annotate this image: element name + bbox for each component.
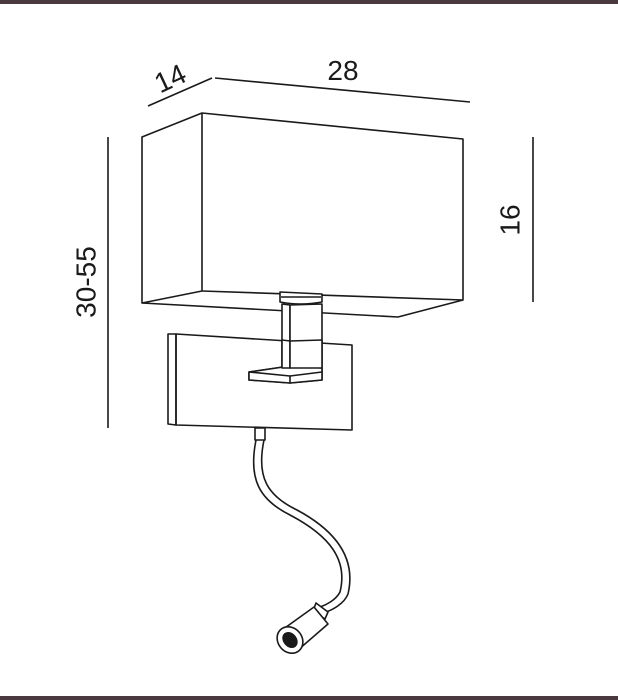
shade-outline [141, 112, 464, 318]
wall-plate [167, 333, 353, 431]
gooseneck-tube-outer [252, 439, 343, 608]
shade-bottom-left-edge [141, 290, 203, 304]
gooseneck-tube-inner [260, 439, 351, 613]
wall-plate-front [175, 333, 353, 431]
gooseneck-base [254, 427, 266, 441]
dimension-lines [107, 77, 534, 428]
arm-stem-side-overlay [281, 339, 291, 369]
light-head-lens [282, 631, 298, 649]
gooseneck-light [252, 427, 351, 655]
arm-foot-overlay-edge-2 [289, 371, 323, 377]
arm-stem-front-overlay [289, 339, 323, 369]
width-label: 28 [327, 55, 358, 86]
mount-height-label: 30-55 [70, 246, 101, 318]
depth-dimension-line [147, 77, 213, 107]
wall-plate-side [167, 333, 177, 426]
shade-bottom-right-edge [201, 290, 464, 301]
arm-collar [279, 291, 323, 305]
lamp-shade [141, 112, 464, 318]
top-border-rule [0, 0, 618, 4]
depth-label: 14 [150, 58, 191, 99]
width-dimension-line [214, 77, 471, 103]
arm-foot-overlay-edge [248, 371, 291, 377]
bottom-border-rule [0, 696, 618, 700]
shade-height-label: 16 [494, 204, 525, 235]
